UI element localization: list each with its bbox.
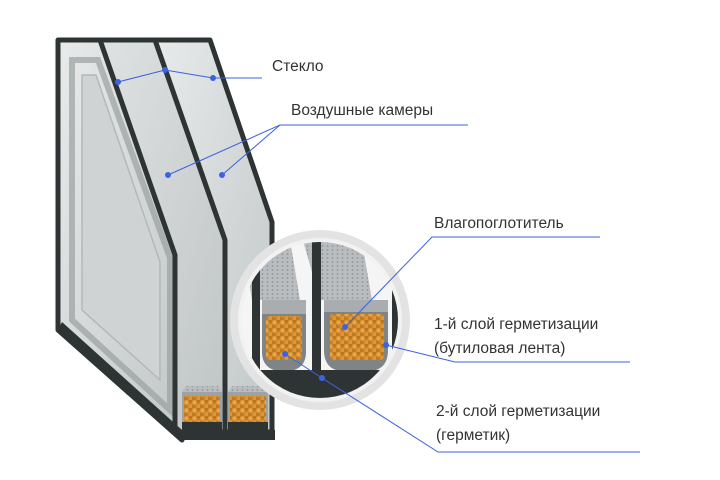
magnified-detail bbox=[230, 230, 410, 410]
leader-desiccant bbox=[344, 236, 600, 328]
leader-glass bbox=[117, 69, 262, 83]
dot-glass-1 bbox=[115, 79, 121, 85]
leader-lines bbox=[117, 69, 640, 453]
label-seal-2-line1: 2-й слой герметизации bbox=[436, 403, 601, 420]
label-air-chambers: Воздушные камеры bbox=[291, 102, 434, 119]
dot-glass-3 bbox=[210, 75, 216, 81]
leader-air-chambers-2 bbox=[221, 124, 281, 176]
dot-air-2 bbox=[219, 172, 225, 178]
label-seal-2-line2: (герметик) bbox=[436, 427, 511, 444]
leader-seal-1 bbox=[385, 344, 630, 363]
glazing-unit bbox=[55, 37, 275, 443]
dot-desiccant bbox=[342, 324, 348, 330]
leader-dots bbox=[115, 67, 389, 381]
unit-bottom-seal bbox=[58, 322, 275, 440]
label-glass: Стекло bbox=[272, 58, 324, 75]
dot-seal-2b bbox=[319, 375, 325, 381]
dot-glass-2 bbox=[162, 67, 168, 73]
dot-air-1 bbox=[165, 172, 171, 178]
label-seal-1-line2: (бутиловая лента) bbox=[434, 340, 566, 357]
spacer-1 bbox=[182, 386, 222, 432]
label-seal-1-line1: 1-й слой герметизации bbox=[434, 316, 599, 333]
pane-1-spacer-frame bbox=[69, 57, 173, 417]
dot-seal-2a bbox=[282, 351, 288, 357]
label-desiccant: Влагопоглотитель bbox=[434, 215, 564, 232]
spacer-2 bbox=[228, 386, 268, 432]
pane-1-inner-glass bbox=[81, 74, 161, 382]
dot-seal-1 bbox=[383, 342, 389, 348]
leader-seal-2 bbox=[284, 353, 640, 453]
